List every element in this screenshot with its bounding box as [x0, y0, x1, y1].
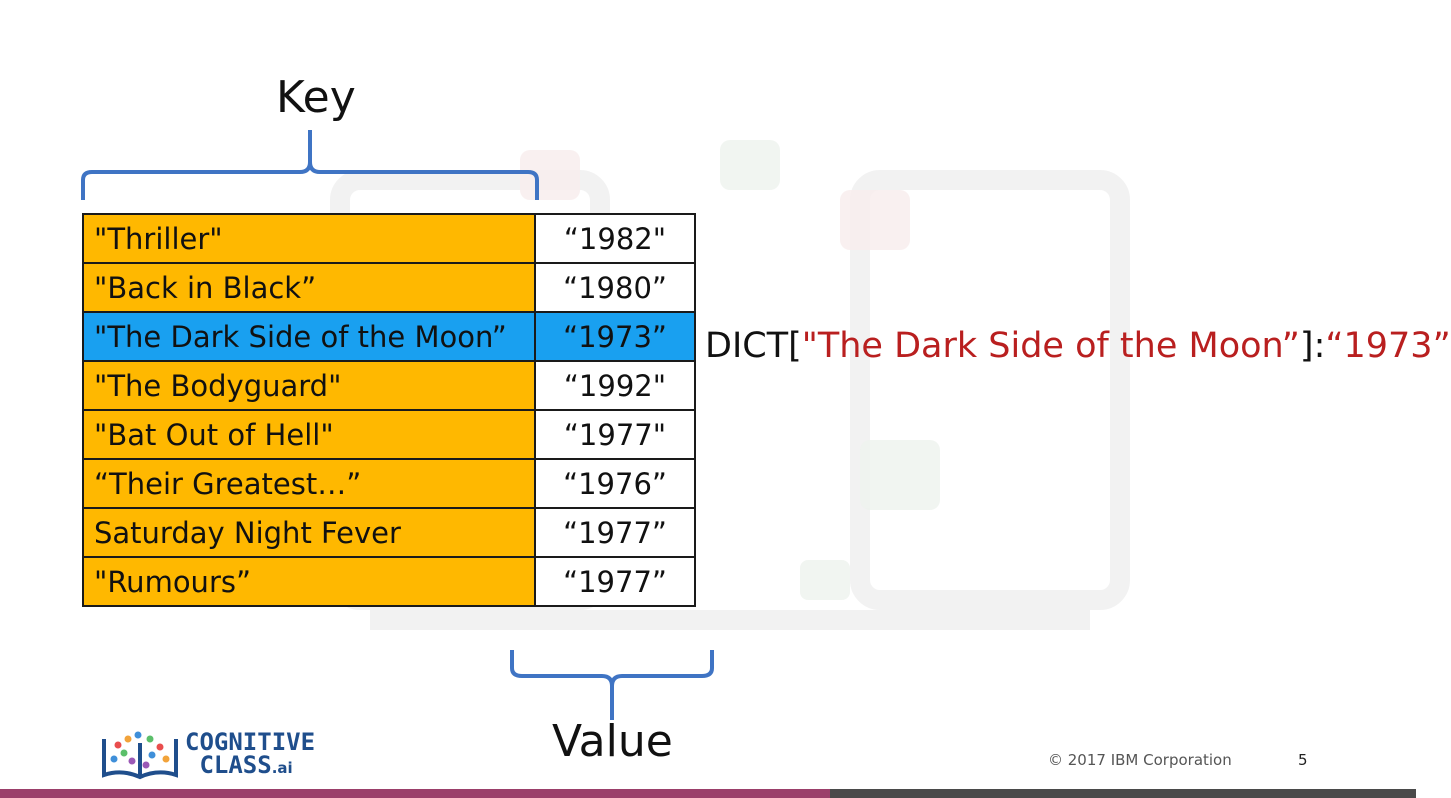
- cognitive-class-logo: COGNITIVE CLASS.ai: [100, 727, 330, 782]
- value-cell: “1976”: [534, 458, 696, 509]
- page-number: 5: [1298, 751, 1308, 769]
- value-cell: “1977": [534, 409, 696, 460]
- value-cell: “1973”: [534, 311, 696, 362]
- value-cell: “1977”: [534, 556, 696, 607]
- table-row: "Thriller"“1982": [82, 213, 696, 264]
- key-cell: "Back in Black”: [82, 262, 536, 313]
- logo-suffix: .ai: [271, 759, 293, 777]
- key-cell: "Bat Out of Hell": [82, 409, 536, 460]
- key-cell: "The Dark Side of the Moon”: [82, 311, 536, 362]
- value-cell: “1980”: [534, 262, 696, 313]
- table-row: “Their Greatest…”“1976”: [82, 458, 696, 509]
- table-row: "Bat Out of Hell"“1977": [82, 409, 696, 460]
- key-bracket: [81, 130, 539, 200]
- table-row: "The Bodyguard"“1992": [82, 360, 696, 411]
- key-cell: "The Bodyguard": [82, 360, 536, 411]
- dict-lookup-expression: DICT["The Dark Side of the Moon”]:“1973”: [705, 326, 1451, 366]
- logo-line-1: COGNITIVE: [185, 728, 316, 756]
- bottom-progress-bar: [0, 789, 1416, 798]
- expression-value: “1973”: [1325, 326, 1451, 366]
- bottom-bar-remainder: [830, 789, 1416, 798]
- expression-key: "The Dark Side of the Moon”: [801, 326, 1300, 366]
- table-row: "Back in Black”“1980”: [82, 262, 696, 313]
- expression-prefix: DICT[: [705, 326, 802, 366]
- key-label: Key: [276, 72, 356, 123]
- bottom-bar-accent: [0, 789, 830, 798]
- value-cell: “1977”: [534, 507, 696, 558]
- key-cell: "Rumours”: [82, 556, 536, 607]
- logo-wordmark: COGNITIVE CLASS.ai: [185, 728, 316, 780]
- value-cell: “1982": [534, 213, 696, 264]
- value-bracket: [510, 650, 714, 720]
- key-cell: "Thriller": [82, 213, 536, 264]
- key-cell: “Their Greatest…”: [82, 458, 536, 509]
- expression-middle: ]:: [1299, 326, 1326, 366]
- key-cell: Saturday Night Fever: [82, 507, 536, 558]
- copyright-notice: © 2017 IBM Corporation: [1048, 751, 1232, 769]
- value-label: Value: [552, 716, 673, 767]
- book-network-icon: [102, 731, 178, 780]
- value-cell: “1992": [534, 360, 696, 411]
- dictionary-table: "Thriller"“1982""Back in Black”“1980”"Th…: [82, 213, 696, 607]
- table-row: "Rumours”“1977”: [82, 556, 696, 607]
- table-row: Saturday Night Fever“1977”: [82, 507, 696, 558]
- logo-line-2: CLASS.ai: [199, 751, 293, 779]
- table-row: "The Dark Side of the Moon”“1973”: [82, 311, 696, 362]
